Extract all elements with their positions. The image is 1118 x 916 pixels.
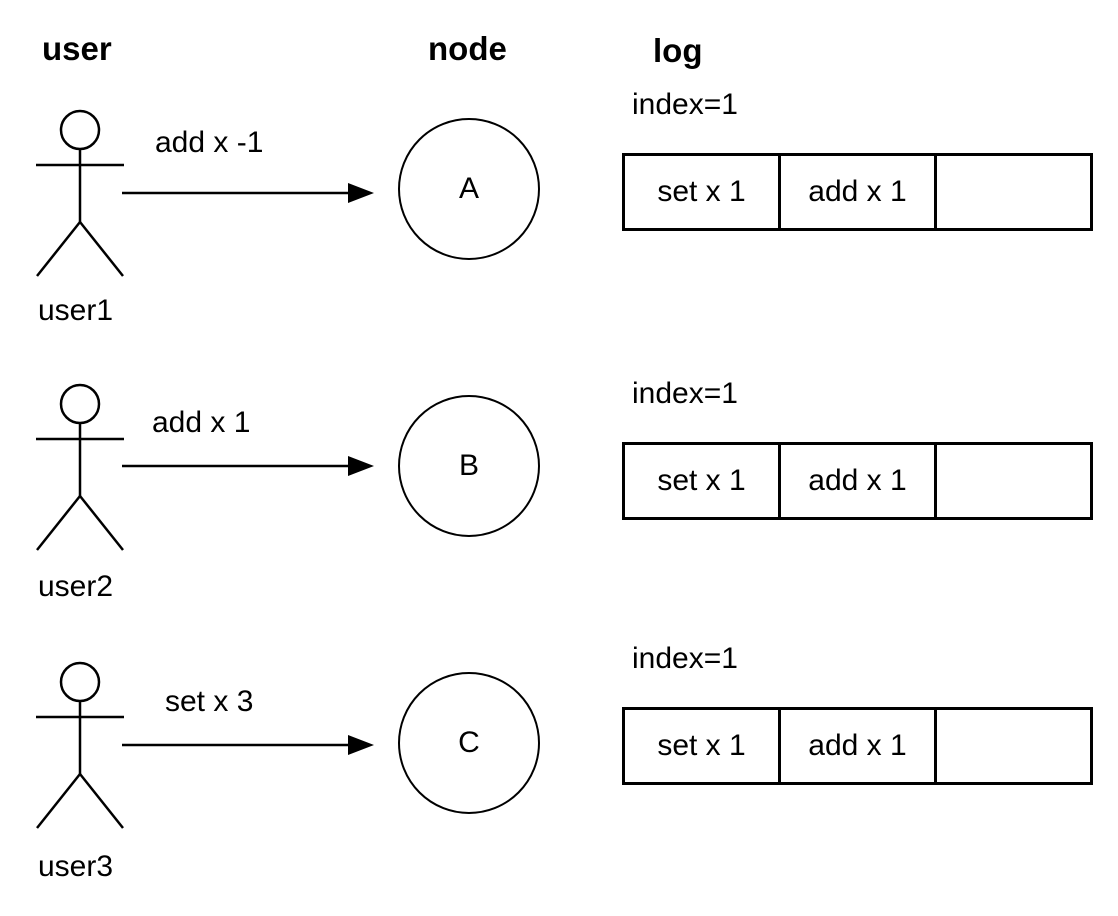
log-cell: add x 1 xyxy=(778,707,937,785)
log-cell xyxy=(934,707,1093,785)
log-cell: set x 1 xyxy=(622,442,781,520)
message-label: add x 1 xyxy=(152,406,251,439)
actor-icon xyxy=(34,383,126,553)
actor-head xyxy=(59,661,101,703)
log-table: set x 1 add x 1 xyxy=(622,707,1093,785)
log-cell xyxy=(934,153,1093,231)
node-circle: A xyxy=(398,118,540,260)
node-letter: B xyxy=(458,449,479,482)
actor-head xyxy=(59,109,101,151)
arrow-right-icon xyxy=(122,181,382,205)
actor-name-label: user2 xyxy=(38,570,114,603)
actor-head xyxy=(59,383,101,425)
log-index-label: index=1 xyxy=(632,88,738,121)
log-index-label: index=1 xyxy=(632,642,738,675)
log-table: set x 1 add x 1 xyxy=(622,153,1093,231)
node-circle: C xyxy=(398,672,540,814)
log-cell: add x 1 xyxy=(778,153,937,231)
log-index-label: index=1 xyxy=(632,377,738,410)
log-cell: add x 1 xyxy=(778,442,937,520)
arrow-right-icon xyxy=(122,454,382,478)
node-letter: C xyxy=(458,726,480,759)
log-cell: set x 1 xyxy=(622,153,781,231)
actor-name-label: user1 xyxy=(38,294,114,327)
message-label: add x -1 xyxy=(155,126,264,159)
column-header-log: log xyxy=(653,32,703,69)
log-table: set x 1 add x 1 xyxy=(622,442,1093,520)
actor-icon xyxy=(34,109,126,279)
node-letter: A xyxy=(458,172,479,205)
message-label: set x 3 xyxy=(165,685,254,718)
log-cell xyxy=(934,442,1093,520)
node-circle: B xyxy=(398,395,540,537)
log-cell: set x 1 xyxy=(622,707,781,785)
actor-icon xyxy=(34,661,126,831)
actor-name-label: user3 xyxy=(38,850,114,883)
column-header-user: user xyxy=(42,30,112,67)
column-header-node: node xyxy=(428,30,507,67)
arrow-right-icon xyxy=(122,733,382,757)
